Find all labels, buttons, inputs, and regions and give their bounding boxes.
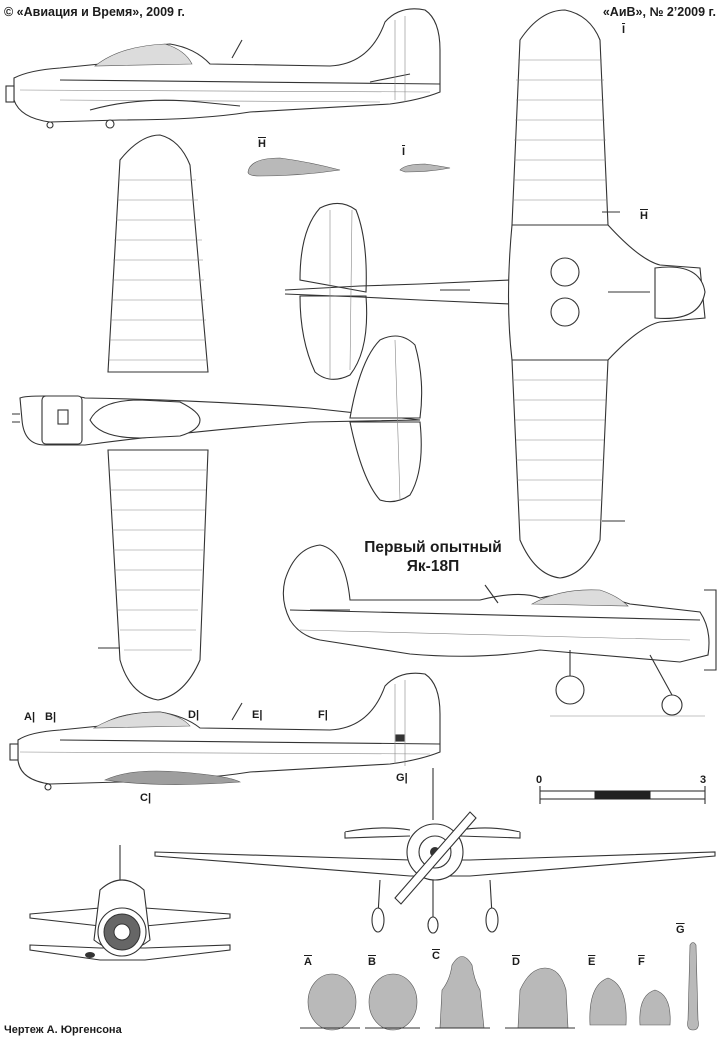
cross-sections <box>300 942 699 1031</box>
plan-view-tail <box>284 202 511 380</box>
section-label-F: F <box>638 956 645 968</box>
side-view-stations <box>9 672 441 791</box>
side-view-right <box>282 544 717 717</box>
section-label-A: A <box>304 956 312 968</box>
front-view-large <box>154 768 716 934</box>
station-marker-E: E| <box>252 709 263 721</box>
station-marker-F: F| <box>318 709 328 721</box>
section-label-C: C <box>432 950 440 962</box>
section-label-G: G <box>676 924 685 936</box>
side-view-top <box>5 8 441 129</box>
credit-text: Чертеж А. Юргенсона <box>4 1024 122 1036</box>
scale-end-label: 3 <box>700 774 707 786</box>
section-label-B: B <box>368 956 376 968</box>
station-marker-B: B| <box>45 711 57 723</box>
plan-marker-I: I <box>622 24 626 36</box>
station-marker-D: D| <box>188 709 200 721</box>
section-label-D: D <box>512 956 520 968</box>
airfoil-label-I: I <box>402 146 406 158</box>
scale-bar <box>539 786 706 804</box>
copyright-text: © «Авиация и Время», 2009 г. <box>4 5 185 19</box>
airfoil-H <box>247 157 341 177</box>
section-label-E: E <box>588 956 596 968</box>
station-marker-G: G| <box>396 772 408 784</box>
scale-start-label: 0 <box>536 774 543 786</box>
issue-text: «АиВ», № 2’2009 г. <box>602 5 716 19</box>
airfoil-label-H: H <box>258 138 266 150</box>
station-marker-C: C| <box>140 792 152 804</box>
front-view-small <box>29 845 231 961</box>
drawing-title-line2: Як-18П <box>406 558 460 575</box>
plan-view-top <box>12 134 423 701</box>
station-marker-A: A| <box>24 711 36 723</box>
airfoil-I <box>399 163 451 173</box>
drawing-title-line1: Первый опытный <box>364 539 502 556</box>
plan-marker-H: H <box>640 210 648 222</box>
plan-view-underside <box>507 9 706 579</box>
